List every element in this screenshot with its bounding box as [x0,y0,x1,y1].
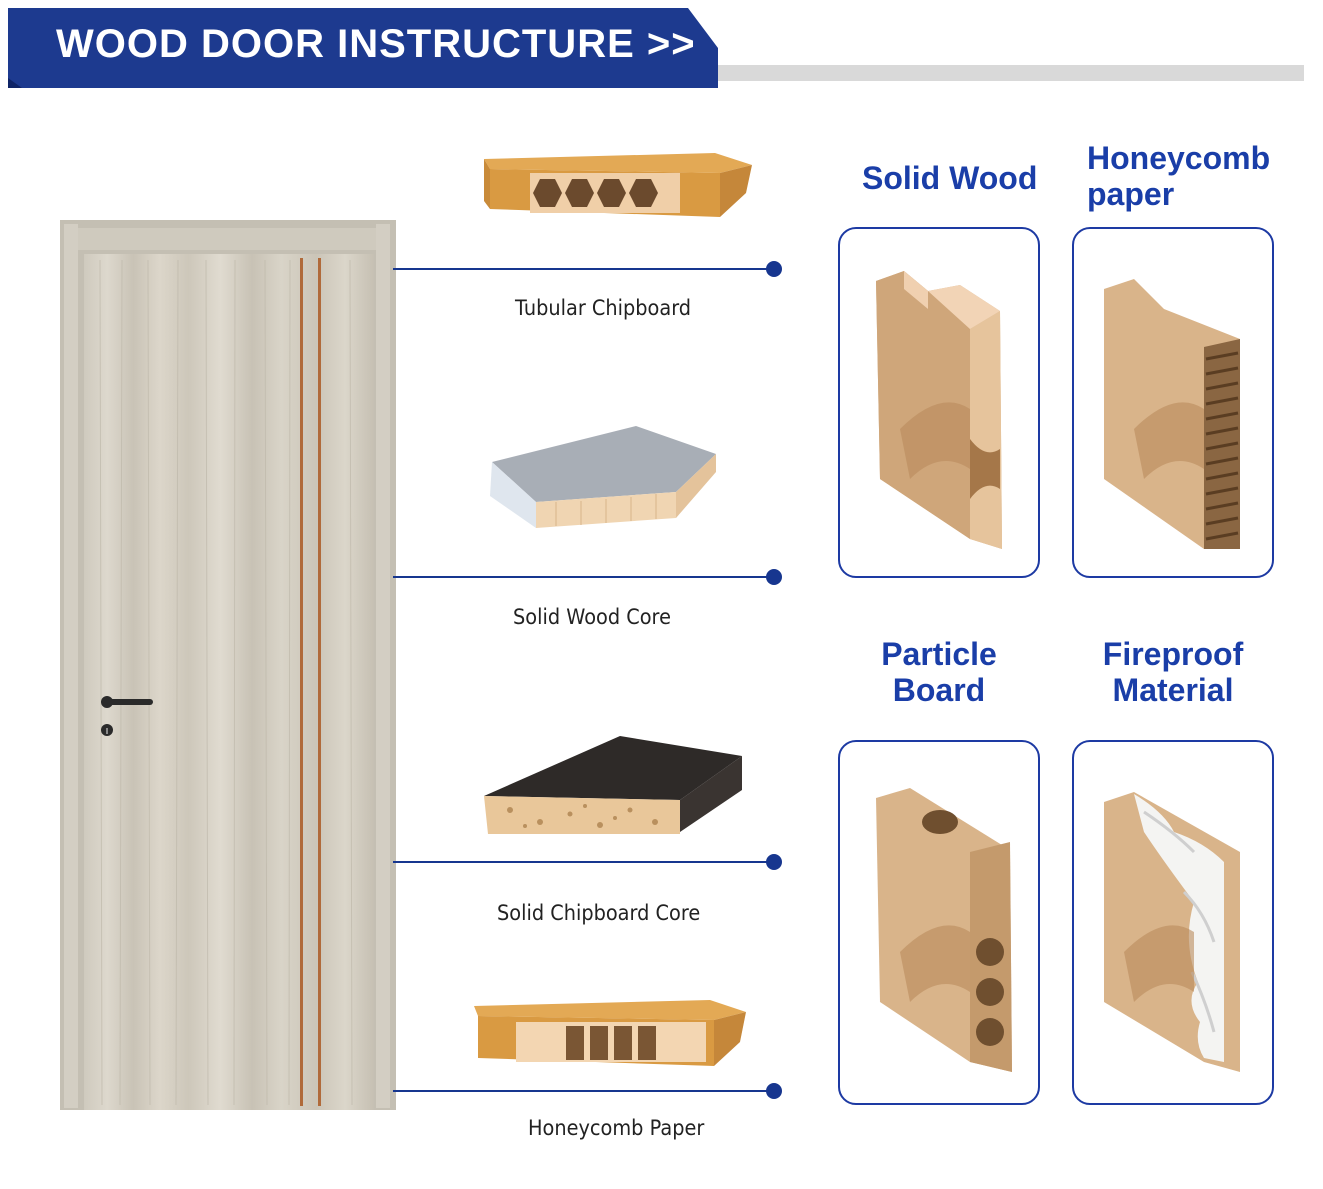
honeycomb-paper-sample [474,1000,746,1066]
material-title-fireproof-material: Fireproof Material [1102,636,1244,708]
label-solid-wood-core: Solid Wood Core [513,605,671,629]
label-tubular-chipboard: Tubular Chipboard [515,296,692,320]
fireproof-section-image [1104,792,1240,1072]
connector-dot [766,1083,782,1099]
header-underline [718,65,1304,81]
material-card-solid-wood [838,227,1040,578]
material-card-honeycomb-paper [1072,227,1274,578]
header-banner [8,8,718,88]
page-title: WOOD DOOR INSTRUCTURE >> [56,22,696,66]
particle-board-section-image [876,788,1012,1072]
material-card-particle-board [838,740,1040,1105]
solid-wood-core-sample [490,426,716,528]
label-solid-chipboard-core: Solid Chipboard Core [497,901,701,925]
material-title-particle-board: Particle Board [881,636,997,708]
connector-line [393,576,775,578]
connector-line [393,268,775,270]
material-title-honeycomb-paper: Honeycomb paper [1087,140,1271,212]
connector-dot [766,854,782,870]
connector-line [393,1090,775,1092]
connector-dot [766,569,782,585]
label-honeycomb-paper: Honeycomb Paper [528,1116,705,1140]
honeycomb-section-image [1104,279,1240,549]
tubular-chipboard-sample [484,153,752,217]
material-card-fireproof-material [1072,740,1274,1105]
connector-line [393,861,775,863]
material-title-solid-wood: Solid Wood [862,160,1038,196]
door-illustration [60,220,396,1110]
connector-dot [766,261,782,277]
solid-chipboard-core-sample [484,736,742,834]
solid-wood-section-image [876,271,1002,549]
